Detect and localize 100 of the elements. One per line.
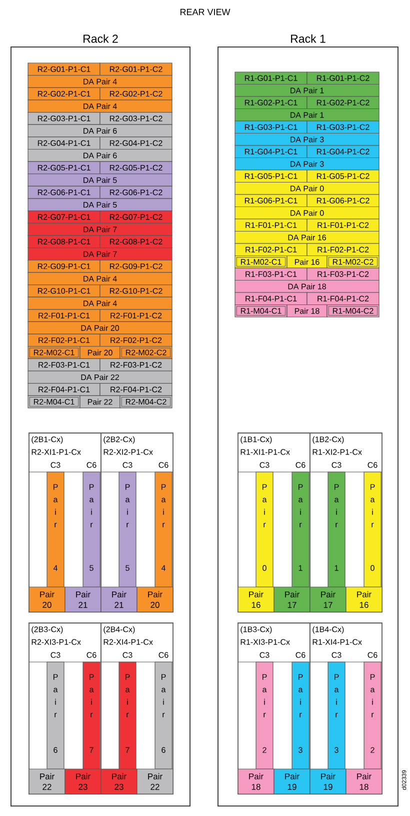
panel-label: R1-XI3-P1-Cx bbox=[240, 639, 290, 645]
panel-label: (2B2-Cx) bbox=[104, 436, 135, 444]
column-label: C3 bbox=[50, 652, 60, 658]
panel-label: (2B4-Cx) bbox=[104, 626, 135, 634]
slot-cell: R1-F03-P1-C2 bbox=[306, 268, 380, 281]
slot-cell: R2-F01-P1-C2 bbox=[100, 309, 172, 322]
pair-cell: Pair 16 bbox=[238, 586, 274, 612]
slot-cell: R1-G01-P1-C2 bbox=[306, 72, 380, 85]
slot-cell: R2-G05-P1-C2 bbox=[100, 161, 172, 174]
pair-cell: Pair 21 bbox=[64, 586, 102, 612]
panel-label: (2B1-Cx) bbox=[32, 436, 63, 444]
pair-bar: DA Pair 7 bbox=[28, 248, 172, 260]
pair-cell: Pair 17 bbox=[274, 586, 310, 612]
pair-bar: DA Pair 18 bbox=[234, 280, 380, 293]
slot-cell: R1-F04-P1-C2 bbox=[306, 292, 380, 306]
slot-cell: R2-G08-P1-C2 bbox=[100, 235, 172, 248]
slot-cell: R2-G03-P1-C2 bbox=[100, 112, 172, 125]
pair-bar: DA Pair 6 bbox=[28, 124, 172, 138]
slot-cell: R2-G09-P1-C2 bbox=[100, 260, 172, 273]
slot-cell: R1-F01-P1-C2 bbox=[306, 218, 380, 232]
panel-label: (1B4-Cx) bbox=[312, 626, 344, 634]
slot-cell: R2-G07-P1-C2 bbox=[100, 210, 172, 224]
pair-cell: Pair 20 bbox=[136, 586, 174, 612]
panel-label: (1B3-Cx) bbox=[240, 626, 272, 634]
slot-cell: R2-G04-P1-C2 bbox=[100, 136, 172, 150]
panel-label: (2B3-Cx) bbox=[32, 626, 63, 634]
panel-label: R1-XI4-P1-Cx bbox=[312, 639, 362, 645]
panel-label: (1B2-Cx) bbox=[312, 436, 344, 444]
pair-bar: DA Pair 4 bbox=[28, 296, 172, 310]
slot-cell: R2-G06-P1-C1 bbox=[28, 186, 100, 199]
column-label: C3 bbox=[332, 652, 342, 658]
module-cell: R1-M04-C1 bbox=[234, 304, 288, 318]
pair-bar: DA Pair 4 bbox=[28, 272, 172, 286]
pair-cell: Pair 18 bbox=[346, 768, 382, 794]
column-label: C3 bbox=[260, 462, 270, 468]
slot-cell: R2-G08-P1-C1 bbox=[28, 235, 100, 248]
panel-label: R1-XI1-P1-Cx bbox=[240, 449, 290, 455]
pair-cell: Pair 22 bbox=[80, 395, 120, 408]
pair-cell: Pair 20 bbox=[28, 586, 66, 612]
slot-cell: R1-G01-P1-C1 bbox=[234, 72, 308, 85]
column-label: C3 bbox=[50, 462, 60, 468]
pair-bar: DA Pair 16 bbox=[234, 230, 380, 244]
slot-cell: R1-F01-P1-C1 bbox=[234, 218, 308, 232]
column-label: C6 bbox=[86, 462, 96, 468]
slot-cell: R2-G09-P1-C1 bbox=[28, 260, 100, 273]
slot-cell: R2-F03-P1-C2 bbox=[100, 358, 172, 372]
slot-cell: R1-G03-P1-C1 bbox=[234, 120, 308, 134]
pair-cell: Pair 16 bbox=[286, 255, 328, 268]
slot-cell: R2-G05-P1-C1 bbox=[28, 161, 100, 174]
module-cell: R2-M04-C2 bbox=[120, 395, 172, 408]
slot-cell: R2-G02-P1-C1 bbox=[28, 87, 100, 100]
pair-bar: DA Pair 4 bbox=[28, 100, 172, 113]
rack-heading: Rack 1 bbox=[291, 34, 326, 43]
pair-bar: DA Pair 4 bbox=[28, 75, 172, 88]
pair-cell: Pair 21 bbox=[100, 586, 138, 612]
panel-label: R2-XI4-P1-Cx bbox=[104, 639, 153, 645]
panel-label: R2-XI1-P1-Cx bbox=[32, 449, 81, 455]
slot-cell: R2-G04-P1-C1 bbox=[28, 136, 100, 150]
slot-cell: R1-G04-P1-C1 bbox=[234, 145, 308, 158]
pair-bar: DA Pair 1 bbox=[234, 108, 380, 122]
module-cell: R2-M02-C1 bbox=[28, 346, 80, 359]
pair-bar: DA Pair 0 bbox=[234, 182, 380, 195]
column-label: C3 bbox=[122, 462, 132, 468]
slot-cell: R1-F04-P1-C1 bbox=[234, 292, 308, 306]
page-title: REAR VIEW bbox=[180, 8, 230, 16]
slot-cell: R1-F02-P1-C2 bbox=[306, 243, 380, 256]
column-label: C6 bbox=[158, 652, 168, 658]
column-label: C6 bbox=[158, 462, 168, 468]
pair-cell: Pair 18 bbox=[238, 768, 274, 794]
panel-label: R2-XI2-P1-Cx bbox=[104, 449, 153, 455]
slot-cell: R2-G10-P1-C2 bbox=[100, 284, 172, 298]
column-label: C3 bbox=[332, 462, 342, 468]
column-label: C6 bbox=[296, 462, 306, 468]
pair-bar: DA Pair 5 bbox=[28, 198, 172, 212]
pair-cell: Pair 19 bbox=[310, 768, 346, 794]
slot-cell: R2-F04-P1-C1 bbox=[28, 383, 100, 396]
slot-cell: R1-G03-P1-C2 bbox=[306, 120, 380, 134]
slot-cell: R1-G06-P1-C2 bbox=[306, 194, 380, 208]
pair-cell: Pair 17 bbox=[310, 586, 346, 612]
pair-cell: Pair 18 bbox=[286, 304, 328, 318]
slot-cell: R1-F03-P1-C1 bbox=[234, 268, 308, 281]
pair-cell: Pair 22 bbox=[28, 768, 66, 794]
pair-bar: DA Pair 3 bbox=[234, 132, 380, 146]
pair-cell: Pair 16 bbox=[346, 586, 382, 612]
slot-cell: R1-G06-P1-C1 bbox=[234, 194, 308, 208]
column-label: C6 bbox=[296, 652, 306, 658]
slot-cell: R2-F03-P1-C1 bbox=[28, 358, 100, 372]
slot-cell: R2-F01-P1-C1 bbox=[28, 309, 100, 322]
column-label: C6 bbox=[368, 462, 378, 468]
pair-bar: DA Pair 1 bbox=[234, 84, 380, 97]
pair-bar: DA Pair 6 bbox=[28, 148, 172, 162]
module-cell: R1-M02-C1 bbox=[234, 255, 288, 268]
module-cell: R2-M02-C2 bbox=[120, 346, 172, 359]
module-cell: R1-M02-C2 bbox=[326, 255, 380, 268]
rack-heading: Rack 2 bbox=[84, 34, 118, 43]
slot-cell: R2-F02-P1-C1 bbox=[28, 334, 100, 347]
slot-cell: R2-G10-P1-C1 bbox=[28, 284, 100, 298]
pair-bar: DA Pair 5 bbox=[28, 174, 172, 186]
slot-cell: R1-F02-P1-C1 bbox=[234, 243, 308, 256]
slot-cell: R2-G07-P1-C1 bbox=[28, 210, 100, 224]
